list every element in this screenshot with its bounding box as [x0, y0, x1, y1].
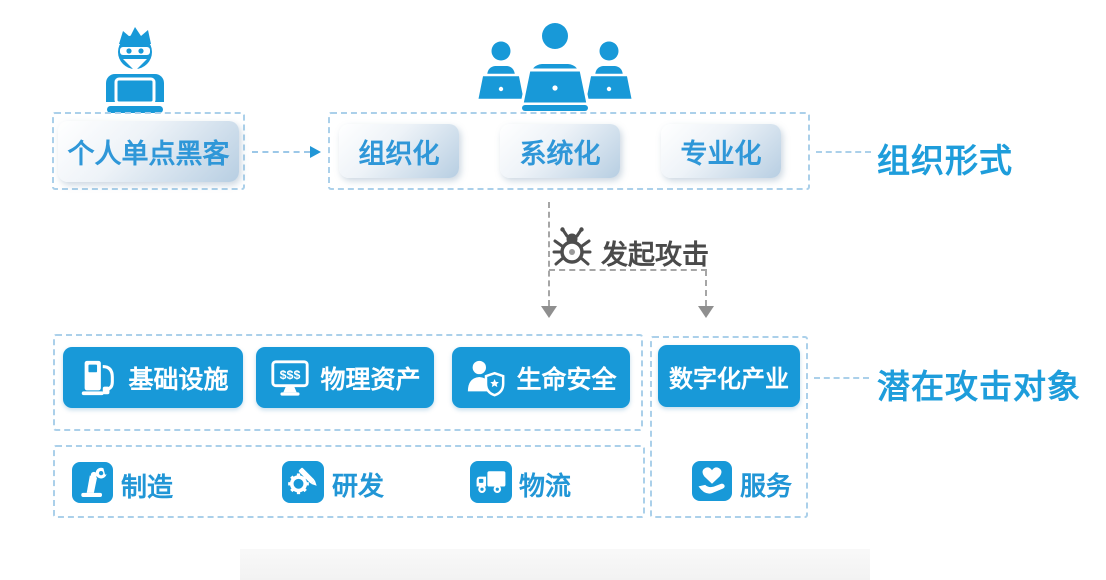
target-digital-industry-label: 数字化产业 — [669, 365, 789, 393]
bug-icon — [551, 226, 593, 268]
industry-rd-tile — [282, 461, 324, 503]
attack-arrow-left-head-icon — [541, 306, 557, 318]
fuel-pump-icon — [77, 357, 119, 399]
industry-logistics-tile — [470, 461, 512, 503]
hand-heart-icon — [694, 463, 730, 499]
target-physical-assets: $$$ 物理资产 — [256, 347, 434, 408]
stage-organized-button: 组织化 — [339, 124, 459, 178]
target-physical-assets-label: 物理资产 — [320, 365, 421, 394]
industry-rd-label: 研发 — [332, 471, 385, 501]
stage-systematized-button: 系统化 — [500, 124, 620, 178]
hacker-label: 个人单点黑客 — [67, 139, 230, 169]
target-infrastructure-label: 基础设施 — [128, 365, 229, 394]
hacker-button: 个人单点黑客 — [58, 121, 239, 182]
target-life-safety-label: 生命安全 — [516, 365, 617, 394]
monitor-money-icon: $$$ — [269, 357, 311, 399]
attack-arrow-right-line — [705, 270, 707, 306]
org-label-connector-line — [816, 151, 871, 153]
organization-form-label: 组织形式 — [877, 142, 1013, 179]
stage-professionalized-label: 专业化 — [680, 138, 762, 169]
person-shield-icon — [465, 357, 507, 399]
organization-box — [328, 112, 810, 190]
hacker-to-org-dashed-line — [252, 151, 310, 153]
attack-arrow-left-line — [548, 202, 550, 306]
stage-systematized-label: 系统化 — [519, 138, 601, 169]
attack-arrow-horizontal-line — [549, 269, 707, 271]
gear-pencil-icon — [285, 464, 321, 500]
target-infrastructure: 基础设施 — [63, 347, 243, 408]
svg-text:$$$: $$$ — [280, 367, 301, 381]
industries-box — [53, 445, 645, 518]
industry-service-tile — [692, 461, 732, 501]
hacker-icon — [85, 22, 185, 118]
hacker-to-org-arrowhead-icon — [310, 146, 321, 158]
truck-icon — [473, 464, 509, 500]
hacker-group-icon — [475, 14, 635, 114]
targets-label-connector-line — [814, 377, 869, 379]
stage-professionalized-button: 专业化 — [661, 124, 781, 178]
hacker-box — [52, 112, 245, 190]
attack-arrow-right-head-icon — [698, 306, 714, 318]
launch-attack-label: 发起攻击 — [601, 240, 709, 270]
potential-targets-label: 潜在攻击对象 — [877, 368, 1081, 405]
target-life-safety: 生命安全 — [452, 347, 630, 408]
bottom-shade — [240, 549, 870, 580]
primary-targets-box — [53, 334, 643, 431]
industry-manufacturing-label: 制造 — [121, 472, 174, 502]
robot-arm-icon — [75, 465, 111, 501]
industry-logistics-label: 物流 — [519, 471, 572, 501]
industry-service-label: 服务 — [740, 471, 793, 501]
digital-industry-box — [650, 336, 808, 518]
target-digital-industry: 数字化产业 — [658, 345, 800, 407]
stage-organized-label: 组织化 — [358, 138, 440, 169]
industry-manufacturing-tile — [72, 462, 113, 503]
